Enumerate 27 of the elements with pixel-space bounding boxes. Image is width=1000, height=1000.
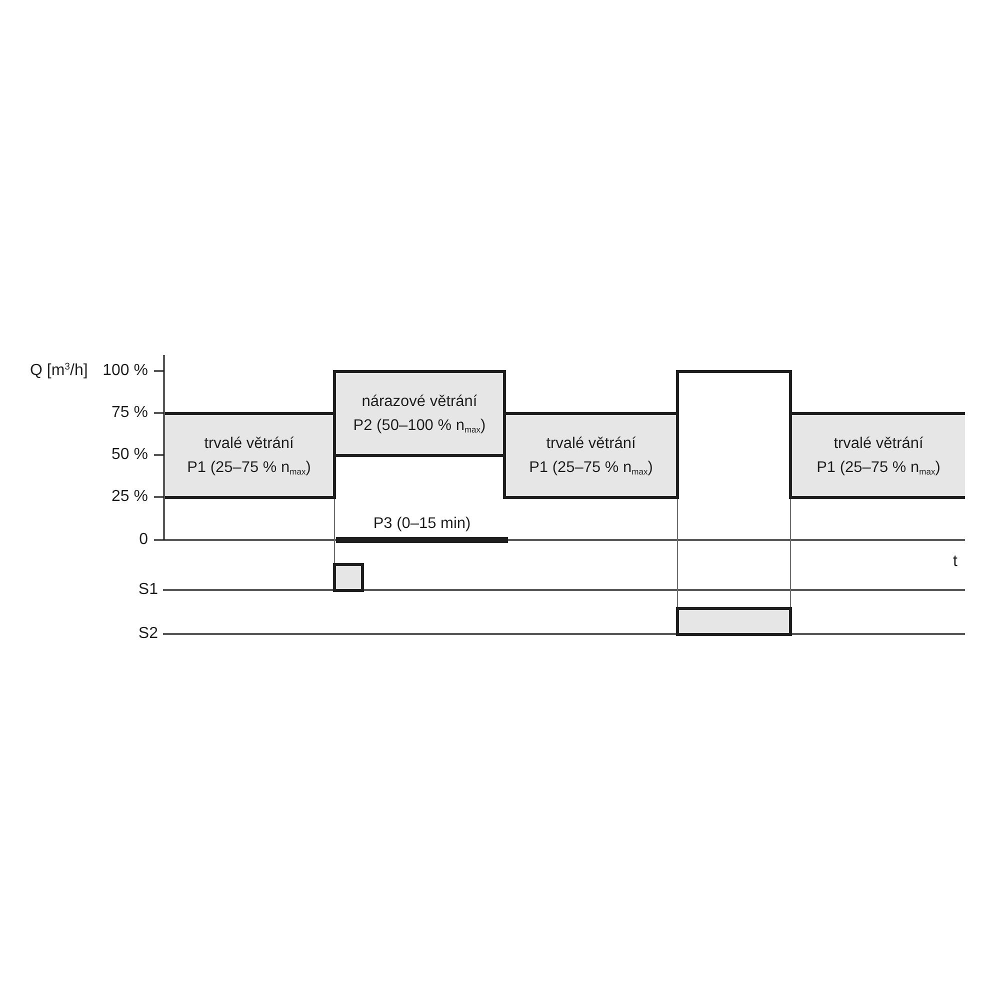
axis-label: t xyxy=(953,553,958,571)
phase-parameter: P2 (50–100 % n$_{max}$) xyxy=(353,416,486,436)
signal-label: S2 xyxy=(138,625,158,643)
phase-band xyxy=(165,412,336,499)
tick-label: 50 % xyxy=(112,446,148,464)
tick-label: 100 % xyxy=(102,362,148,380)
signal-pulse xyxy=(333,563,364,592)
duration-label: P3 (0–15 min) xyxy=(372,515,472,533)
tick-label: 75 % xyxy=(112,404,148,422)
signal-label: S1 xyxy=(138,581,158,599)
timing-line xyxy=(677,498,678,608)
phase-parameter: P1 (25–75 % n$_{max}$) xyxy=(187,458,311,478)
phase-parameter: P1 (25–75 % n$_{max}$) xyxy=(529,458,653,478)
phase-title: trvalé větrání xyxy=(204,434,294,454)
phase-title: nárazové větrání xyxy=(362,392,478,412)
phase-band xyxy=(333,370,506,457)
phase-band xyxy=(503,412,679,499)
signal-pulse xyxy=(676,607,792,636)
phase-parameter: P1 (25–75 % n$_{max}$) xyxy=(816,458,940,478)
phase-title: trvalé větrání xyxy=(834,434,924,454)
tick-label: 0 xyxy=(139,531,148,549)
tick-label: 25 % xyxy=(112,488,148,506)
axis-label: Q [m$^{3}$/h] xyxy=(30,362,88,380)
timing-line xyxy=(790,498,791,608)
timing-line xyxy=(334,498,335,564)
phase-title: trvalé větrání xyxy=(546,434,636,454)
phase-band xyxy=(789,412,965,499)
